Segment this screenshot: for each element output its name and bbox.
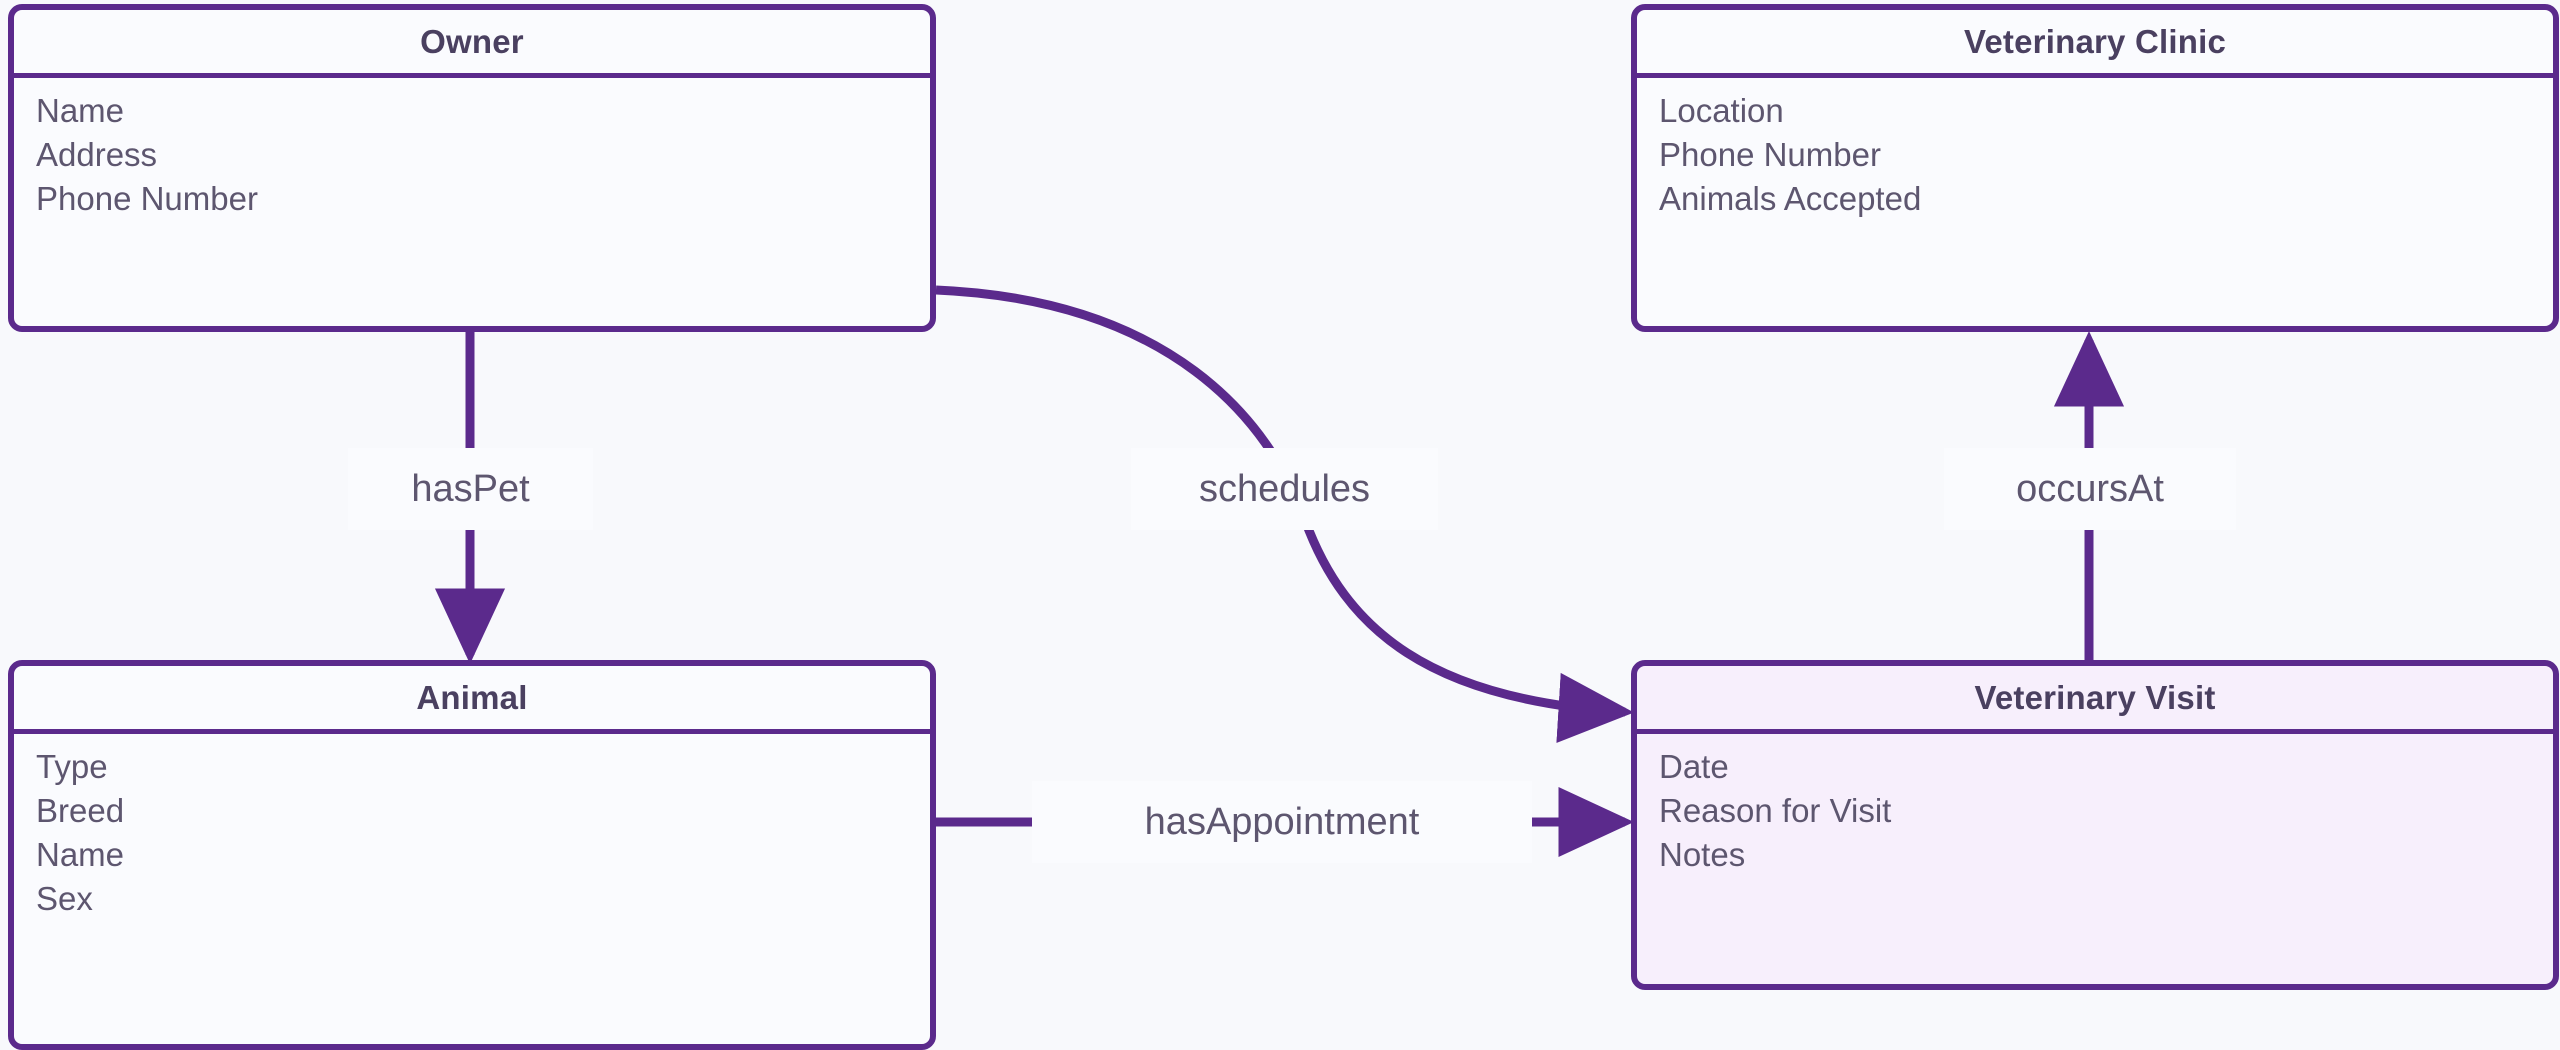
entity-veterinary-visit[interactable]: Veterinary Visit Date Reason for Visit N…	[1631, 660, 2559, 990]
entity-animal[interactable]: Animal Type Breed Name Sex	[8, 660, 936, 1050]
relationship-label-haspet[interactable]: hasPet	[348, 448, 593, 530]
attribute-item: Animals Accepted	[1659, 180, 1922, 217]
attribute-item: Type	[36, 748, 108, 785]
relationship-label-haspet-text: hasPet	[411, 468, 530, 510]
entity-veterinary-visit-header: Veterinary Visit	[1637, 666, 2553, 734]
entity-owner-attributes: Name Address Phone Number	[14, 78, 930, 326]
attribute-item: Location	[1659, 92, 1784, 129]
attribute-item: Reason for Visit	[1659, 792, 1892, 829]
entity-veterinary-clinic[interactable]: Veterinary Clinic Location Phone Number …	[1631, 4, 2559, 332]
entity-veterinary-visit-attributes: Date Reason for Visit Notes	[1637, 734, 2553, 984]
entity-veterinary-visit-title: Veterinary Visit	[1974, 678, 2216, 716]
attribute-item: Address	[36, 136, 158, 173]
entity-owner-header: Owner	[14, 10, 930, 78]
relationship-label-hasappointment-text: hasAppointment	[1144, 801, 1420, 843]
relationship-label-hasappointment[interactable]: hasAppointment	[1032, 781, 1532, 863]
entity-animal-attributes: Type Breed Name Sex	[14, 734, 930, 1044]
attribute-item: Breed	[36, 792, 125, 829]
attribute-item: Date	[1659, 748, 1729, 785]
entity-veterinary-clinic-attributes: Location Phone Number Animals Accepted	[1637, 78, 2553, 326]
entity-veterinary-clinic-header: Veterinary Clinic	[1637, 10, 2553, 78]
attribute-item: Phone Number	[1659, 136, 1881, 173]
relationship-label-occursat-text: occursAt	[2016, 468, 2164, 510]
entity-owner[interactable]: Owner Name Address Phone Number	[8, 4, 936, 332]
entity-animal-header: Animal	[14, 666, 930, 734]
attribute-item: Sex	[36, 880, 93, 917]
relationship-label-schedules-text: schedules	[1198, 468, 1371, 510]
attribute-item: Name	[36, 92, 125, 129]
relationship-label-schedules[interactable]: schedules	[1131, 448, 1438, 530]
attribute-item: Notes	[1659, 836, 1746, 873]
entity-veterinary-clinic-title: Veterinary Clinic	[1963, 22, 2227, 60]
entity-animal-title: Animal	[416, 678, 528, 716]
attribute-item: Phone Number	[36, 180, 258, 217]
attribute-item: Name	[36, 836, 125, 873]
relationship-label-occursat[interactable]: occursAt	[1944, 448, 2236, 530]
entity-owner-title: Owner	[420, 22, 524, 60]
